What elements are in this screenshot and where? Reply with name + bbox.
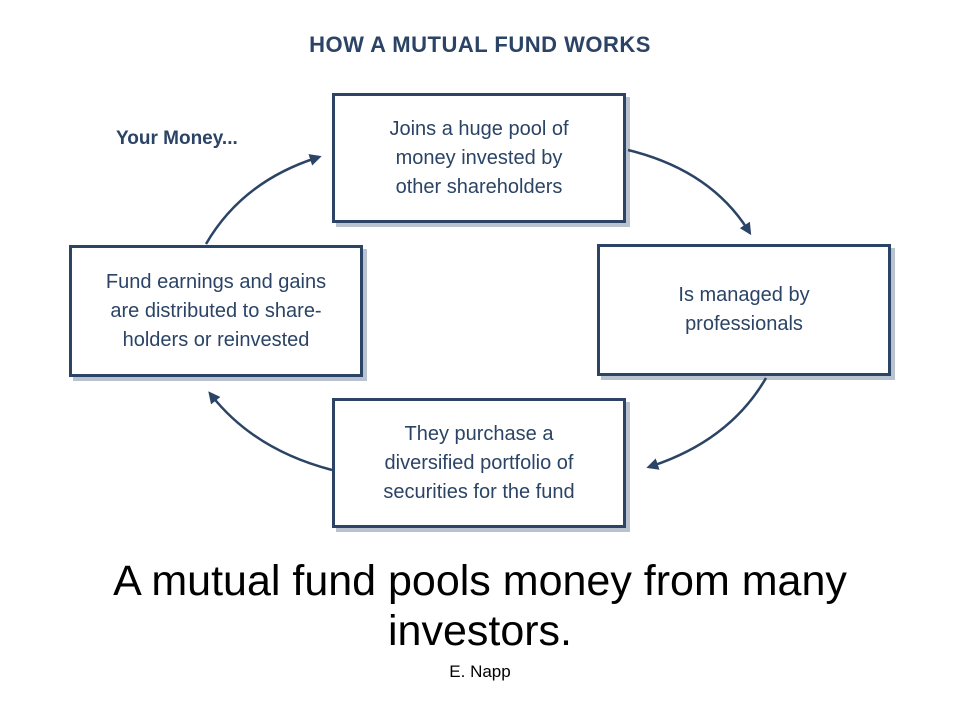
arrow-managed-to-purchase	[646, 377, 768, 470]
author-credit: E. Napp	[449, 662, 511, 681]
step-text-distributed: Fund earnings and gains are distributed …	[105, 270, 327, 351]
diagram-title: HOW A MUTUAL FUND WORKS	[309, 32, 651, 57]
step-text-managed: Is managed by professionals	[678, 284, 810, 335]
step-box-distributed: Fund earnings and gains are distributed …	[69, 245, 363, 377]
slide-caption: A mutual fund pools money from many inve…	[113, 557, 847, 655]
step-box-pool: Joins a huge pool of money invested by o…	[332, 93, 626, 223]
your-money-label: Your Money...	[116, 128, 238, 149]
step-text-pool: Joins a huge pool of money invested by o…	[389, 117, 569, 198]
step-box-managed: Is managed by professionals	[597, 244, 891, 376]
arrow-purchase-to-distributed	[208, 391, 333, 472]
arrow-distributed-to-pool	[204, 154, 322, 245]
arrow-pool-to-managed	[627, 148, 752, 236]
step-text-purchase: They purchase a diversified portfolio of…	[383, 422, 575, 503]
step-box-purchase: They purchase a diversified portfolio of…	[332, 398, 626, 528]
